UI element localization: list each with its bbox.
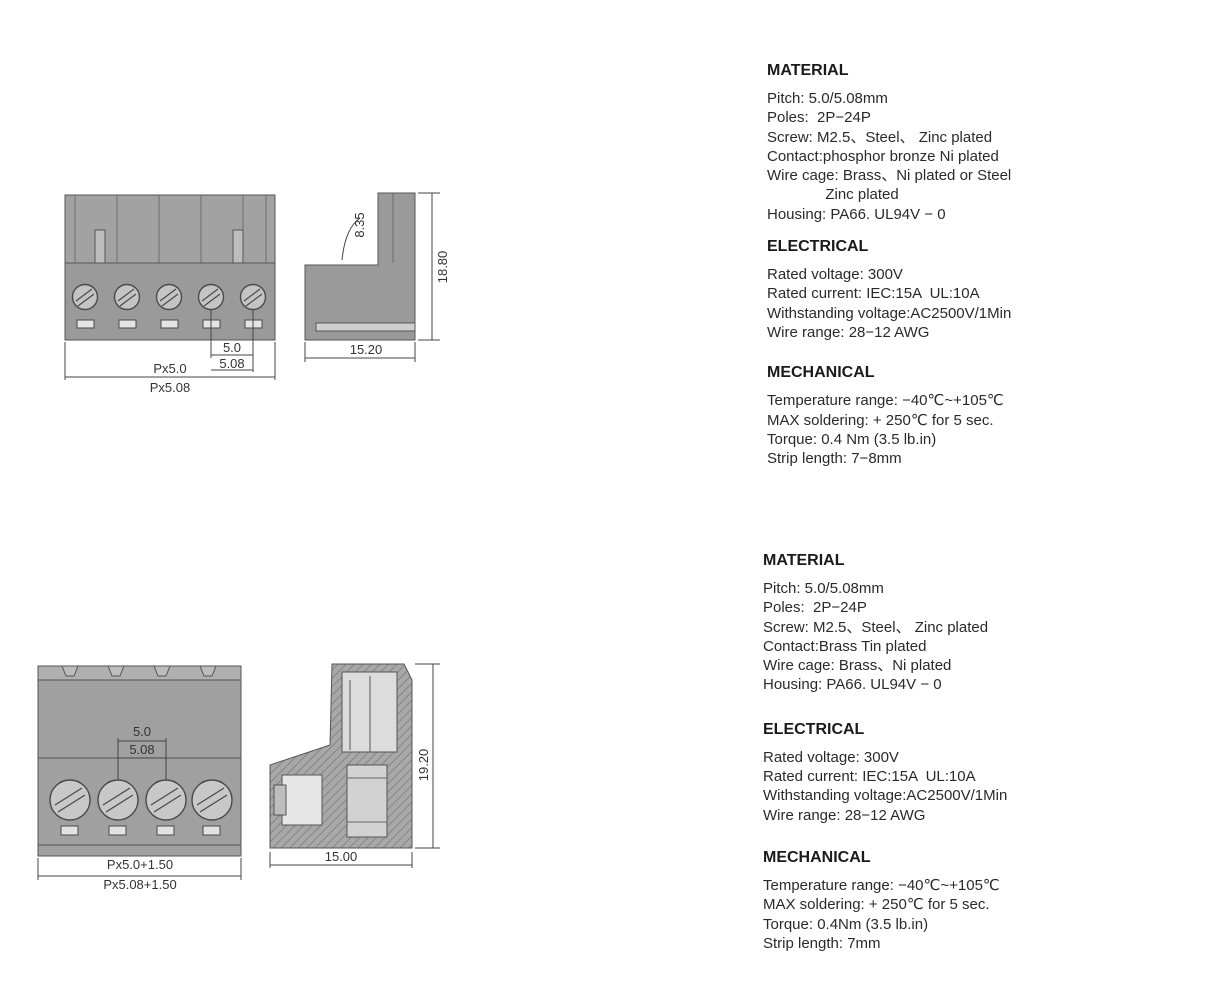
spec-line: Wire cage: Brass、Ni plated	[763, 657, 952, 675]
spec-line: Rated voltage: 300V	[763, 748, 899, 766]
dim-pitch-a-1: 5.0	[223, 340, 241, 355]
dim-total-b-1: Px5.08	[150, 380, 190, 395]
spec-line: Wire range: 28−12 AWG	[767, 323, 930, 341]
spec-line: Zinc plated	[767, 186, 899, 204]
spec-line: Pitch: 5.0/5.08mm	[763, 580, 884, 597]
spec-mechanical-1: MECHANICAL Temperature range: −40℃~+105℃…	[767, 364, 1011, 468]
spec-electrical-1: ELECTRICAL Rated voltage: 300V Rated cur…	[767, 238, 1011, 342]
spec-line: Poles: 2P−24P	[763, 599, 867, 617]
spec-line: Pitch: 5.0/5.08mm	[767, 90, 888, 107]
spec-line: Rated current: IEC:15A UL:10A	[767, 285, 980, 303]
spec-electrical-2: ELECTRICAL Rated voltage: 300V Rated cur…	[763, 721, 1007, 825]
spec-line: Withstanding voltage:AC2500V/1Min	[763, 787, 1008, 805]
spec-heading: MATERIAL	[767, 62, 849, 79]
spec-heading: MECHANICAL	[767, 364, 875, 382]
side-view-2: 15.00 19.20	[269, 663, 440, 868]
spec-line: Temperature range: −40℃~+105℃	[763, 876, 1000, 894]
spec-heading: ELECTRICAL	[763, 720, 865, 738]
dim-depth-1: 15.20	[350, 342, 383, 357]
dim-pitch-a-2: 5.0	[133, 724, 151, 739]
spec-heading: MECHANICAL	[763, 848, 871, 866]
spec-line: Wire range: 28−12 AWG	[763, 806, 926, 824]
dim-pitch-b-2: 5.08	[129, 742, 154, 757]
front-view-2: 5.0 5.08 Px5.0+1.50 Px5.08+1.50	[37, 665, 242, 892]
spec-line: Housing: PA66. UL94V − 0	[763, 676, 942, 694]
spec-line: Torque: 0.4Nm (3.5 lb.in)	[763, 915, 929, 933]
spec-line: Contact:phosphor bronze Ni plated	[767, 147, 999, 165]
spec-line: Contact:Brass Tin plated	[763, 637, 927, 655]
spec-line: Poles: 2P−24P	[767, 109, 871, 127]
spec-heading: MATERIAL	[763, 552, 845, 569]
spec-block-1: MATERIAL Pitch: 5.0/5.08mm Poles: 2P−24P…	[767, 62, 1011, 482]
spec-line: Temperature range: −40℃~+105℃	[767, 392, 1004, 410]
spec-line: Strip length: 7−8mm	[767, 450, 902, 468]
dim-total-a-1: Px5.0	[153, 361, 186, 376]
dim-total-a-2: Px5.0+1.50	[107, 857, 173, 872]
dim-pitch-b-1: 5.08	[219, 356, 244, 371]
spec-heading: ELECTRICAL	[767, 238, 869, 256]
spec-line: Screw: M2.5、Steel、 Zinc plated	[763, 618, 989, 636]
front-view-1: 5.0 5.08 Px5.0 Px5.08	[64, 194, 276, 395]
spec-line: MAX soldering: + 250℃ for 5 sec.	[767, 411, 994, 429]
dim-offset-1: 8.35	[352, 212, 367, 237]
spec-mechanical-2: MECHANICAL Temperature range: −40℃~+105℃…	[763, 849, 1007, 953]
spec-line: Rated current: IEC:15A UL:10A	[763, 768, 976, 786]
spec-line: Torque: 0.4 Nm (3.5 lb.in)	[767, 430, 937, 448]
spec-line: Rated voltage: 300V	[767, 266, 903, 284]
spec-line: Wire cage: Brass、Ni plated or Steel	[767, 167, 1012, 185]
dim-total-b-2: Px5.08+1.50	[103, 877, 176, 892]
spec-material-2: MATERIAL Pitch: 5.0/5.08mm Poles: 2P−24P…	[763, 552, 1007, 695]
spec-line: Withstanding voltage:AC2500V/1Min	[767, 304, 1012, 322]
side-view-1: 8.35 15.20 18.80	[304, 192, 450, 362]
spec-line: Housing: PA66. UL94V − 0	[767, 205, 946, 223]
spec-block-2: MATERIAL Pitch: 5.0/5.08mm Poles: 2P−24P…	[763, 552, 1007, 967]
dim-height-2: 19.20	[416, 749, 431, 782]
spec-line: Screw: M2.5、Steel、 Zinc plated	[767, 128, 993, 146]
spec-line: MAX soldering: + 250℃ for 5 sec.	[763, 896, 990, 914]
dim-height-1: 18.80	[435, 251, 450, 284]
spec-material-1: MATERIAL Pitch: 5.0/5.08mm Poles: 2P−24P…	[767, 62, 1011, 224]
dim-depth-2: 15.00	[325, 849, 358, 864]
spec-line: Strip length: 7mm	[763, 934, 881, 952]
